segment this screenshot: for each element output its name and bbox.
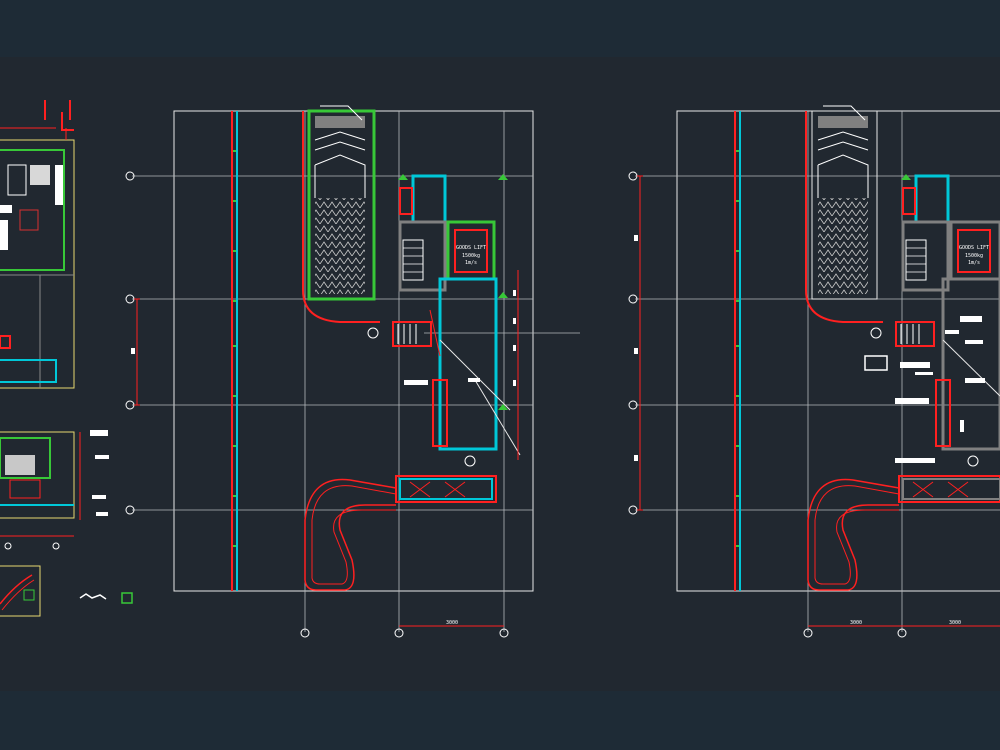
curved-ramp-outer-left <box>304 478 397 591</box>
ramp-block-left <box>302 105 380 323</box>
plant-block-right <box>898 475 1000 503</box>
model-space[interactable] <box>0 57 1000 691</box>
ramp-block-right <box>805 105 883 323</box>
curtain-wall-mullions <box>233 150 236 547</box>
core-right: GOODS LIFT 1500kg 1m/s <box>864 174 1000 467</box>
dim-right-vertical <box>637 175 643 511</box>
detail-sheet-top-left <box>0 100 75 389</box>
dim-text-right-2: 3000 <box>949 620 961 626</box>
lift-label-line1-left: GOODS LIFT <box>456 245 486 251</box>
detail-sheet-mid-left <box>0 430 109 550</box>
curved-ramp-inner-right <box>814 485 900 585</box>
lift-label-line2-right: 1500kg <box>965 253 983 259</box>
detail-sheet-small <box>0 565 133 617</box>
core-left: GOODS LIFT 1500kg 1m/s <box>367 174 521 467</box>
curved-ramp-inner-left <box>311 485 397 585</box>
floor-plan-right: 3000 3000 <box>628 105 1000 638</box>
curved-ramp-outer-right <box>807 478 900 591</box>
grid-lines-left <box>132 111 580 632</box>
lift-label-line1-right: GOODS LIFT <box>959 245 989 251</box>
dim-text-left: 3000 <box>446 620 458 626</box>
floor-plan-left: 3000 <box>125 105 580 638</box>
dim-left-vertical <box>134 298 140 406</box>
lift-label-line3-left: 1m/s <box>465 260 477 266</box>
dim-text-right-1: 3000 <box>850 620 862 626</box>
annotation-blocks-right <box>864 316 985 463</box>
lift-label-line3-right: 1m/s <box>968 260 980 266</box>
lift-label-line2-left: 1500kg <box>462 253 480 259</box>
plan-frame-left <box>173 110 534 592</box>
plant-block-left <box>395 475 497 503</box>
